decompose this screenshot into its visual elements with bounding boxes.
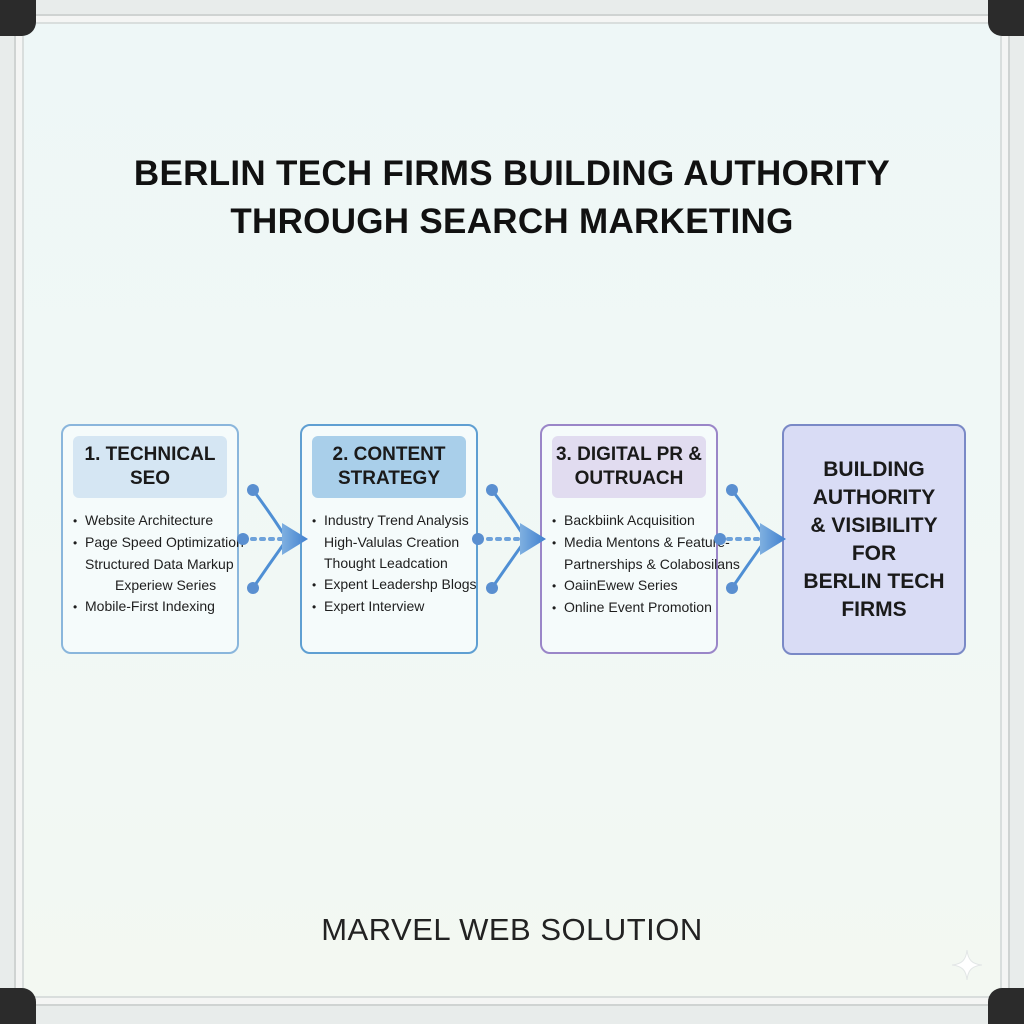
stage-item: Structured Data Markup (85, 556, 234, 572)
goal-line: BERLIN TECH (803, 569, 945, 593)
board-corner (988, 988, 1024, 1024)
title-line-1: BERLIN TECH FIRMS BUILDING AUTHORITY (133, 154, 891, 193)
goal-box: BUILDING AUTHORITY & VISIBILITY FOR BERL… (782, 424, 966, 655)
goal-line: FIRMS (841, 597, 907, 621)
stage-item: Website Architecture (73, 510, 237, 532)
stage-item: Backbiink Acquisition (552, 510, 716, 532)
goal-line: BUILDING (823, 457, 925, 481)
stage-item: Page Speed Optimization (73, 532, 244, 554)
stage-item: Expert Interview (312, 596, 476, 618)
stage-items: Website Architecture Page Speed Optimiza… (63, 510, 244, 618)
stage-technical-seo: 1. TECHNICAL SEO Website Architecture Pa… (61, 424, 244, 654)
goal-text: BUILDING AUTHORITY & VISIBILITY FOR BERL… (803, 456, 944, 624)
stage-item: Industry Trend Analysis (312, 510, 476, 532)
stage-item: OaiinEwew Series (552, 575, 716, 597)
brand-footer: MARVEL WEB SOLUTION (321, 912, 703, 947)
board-corner (0, 988, 36, 1024)
board-corner (988, 0, 1024, 36)
stage-item: Expent Leadershp Blogs (312, 574, 477, 596)
goal-line: & VISIBILITY (810, 513, 938, 537)
stage-item: Media Mentons & Feature- (552, 532, 730, 554)
stage-content-strategy: 2. CONTENT STRATEGY Industry Trend Analy… (300, 424, 478, 654)
goal-line: FOR (851, 541, 897, 565)
stage-item: Partnerships & Colabosilans (564, 556, 740, 572)
stage-item: High-Valulas Creation (324, 534, 460, 550)
stage-item: Mobile-First Indexing (73, 596, 237, 618)
diagram-title: BERLIN TECH FIRMS BUILDING AUTHORITY THR… (40, 150, 984, 246)
stage-items: Backbiink Acquisition Media Mentons & Fe… (542, 510, 740, 619)
stage-heading: 1. TECHNICAL SEO (73, 436, 227, 498)
stage-item: Online Event Promotion (552, 597, 716, 619)
stage-items: Industry Trend Analysis High-Valulas Cre… (302, 510, 477, 618)
stage-item: Thought Leadcation (324, 555, 448, 571)
stage-item: Experiew Series (115, 577, 217, 593)
stage-heading: 2. CONTENT STRATEGY (312, 436, 466, 498)
title-line-2: THROUGH SEARCH MARKETING (230, 202, 794, 241)
sparkle-icon (951, 949, 983, 981)
stage-heading: 3. DIGITAL PR & OUTRUACH (552, 436, 706, 498)
board-corner (0, 0, 36, 36)
stage-digital-pr: 3. DIGITAL PR & OUTRUACH Backbiink Acqui… (540, 424, 740, 654)
goal-line: AUTHORITY (812, 485, 936, 509)
